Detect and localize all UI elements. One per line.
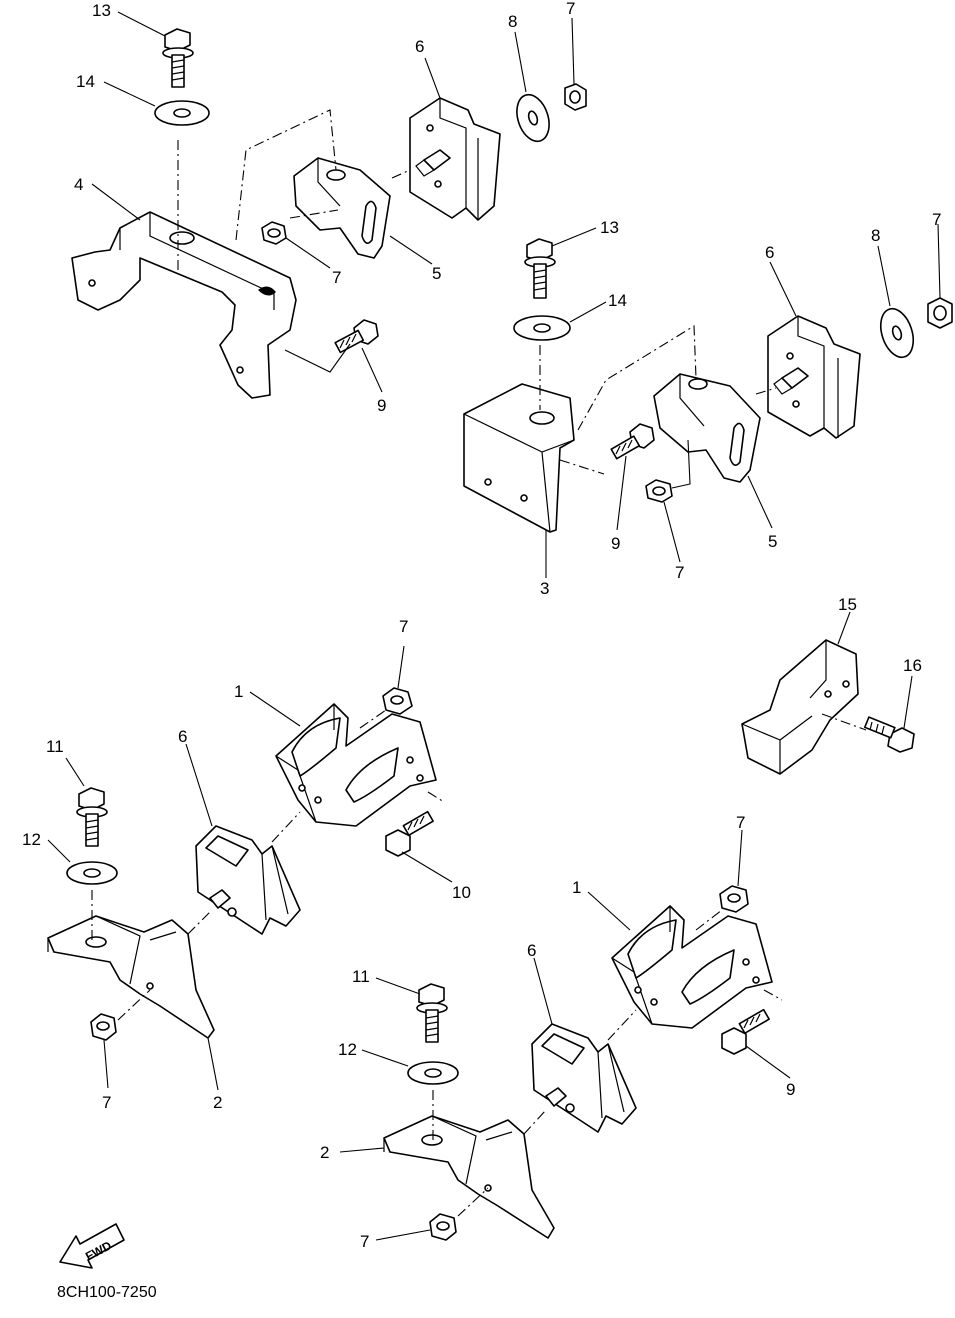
engine-bracket-1-bottom-right (611, 905, 773, 1029)
bracket-2-bottom-left (47, 915, 215, 1039)
leader-lines (47, 11, 941, 1241)
bracket-4 (71, 211, 297, 399)
assembly-line-top-left-c (289, 169, 411, 219)
callout-7: 7 (332, 268, 341, 287)
callout-4: 4 (74, 175, 83, 194)
callout-14: 14 (76, 72, 95, 91)
nut-7-bottom-right-lower (429, 1213, 457, 1241)
stopper-15 (741, 639, 859, 775)
rubber-mount-6-top-left (409, 97, 501, 221)
bolt-13-top-left (162, 28, 194, 88)
fwd-arrow-icon: FWD (59, 1223, 125, 1269)
nut-7-top-left-rear (564, 83, 587, 111)
callout-14: 14 (608, 291, 627, 310)
callout-8: 8 (871, 226, 880, 245)
bolt-9-top-left (334, 319, 379, 354)
callout-2: 2 (213, 1093, 222, 1112)
callout-7: 7 (102, 1093, 111, 1112)
assembly-line-top-left-d (284, 343, 351, 373)
callout-13: 13 (600, 218, 619, 237)
assembly-line-16 (821, 713, 867, 731)
bolt-11-bottom-right (416, 983, 448, 1043)
rubber-mount-6-bottom-left (195, 825, 301, 935)
assembly-line-bottom-right-c (457, 909, 783, 1217)
nut-7-bottom-left-upper (382, 687, 413, 715)
callout-10: 10 (452, 883, 471, 902)
callout-11: 11 (352, 967, 370, 986)
assembly-line-bottom-left-b (187, 811, 301, 935)
callout-7: 7 (566, 0, 575, 18)
callout-6: 6 (765, 243, 774, 262)
washer-12-bottom-right (407, 1061, 459, 1085)
callout-9: 9 (611, 534, 620, 553)
bracket-2-bottom-right (383, 1115, 555, 1239)
nut-7-bottom-right-upper (719, 885, 749, 913)
callout-3: 3 (540, 579, 549, 598)
callout-numbers: 13 14 4 6 8 7 7 5 9 13 14 6 8 7 3 9 7 5 … (22, 0, 941, 1251)
assembly-line-bottom-left-c (117, 709, 445, 1021)
callout-1: 1 (572, 878, 581, 897)
washer-14-top-right (513, 315, 571, 341)
callout-5: 5 (768, 532, 777, 551)
bolt-13-top-right (524, 238, 556, 299)
damper-bracket-5-top-right (653, 373, 761, 483)
bolt-9-bottom-right (721, 1008, 770, 1055)
callout-16: 16 (903, 656, 922, 675)
callout-1: 1 (234, 682, 243, 701)
assembly-line-top-left-b (235, 109, 337, 241)
rubber-mount-6-bottom-right (531, 1023, 637, 1133)
callout-12: 12 (22, 830, 41, 849)
callout-5: 5 (432, 264, 441, 283)
assembly-line-top-right-c (559, 387, 777, 475)
callout-6: 6 (527, 941, 536, 960)
bolt-11-bottom-left (76, 787, 108, 847)
rubber-mount-6-top-right (767, 315, 861, 439)
bolt-9-top-right (610, 423, 655, 460)
callout-13: 13 (92, 1, 111, 20)
callout-2: 2 (320, 1143, 329, 1162)
callout-7: 7 (360, 1232, 369, 1251)
nut-7-top-right-rear (927, 297, 953, 329)
callout-9: 9 (786, 1080, 795, 1099)
washer-8-top-left (516, 93, 550, 143)
callout-9: 9 (377, 396, 386, 415)
diagram-code: 8CH100-7250 (57, 1284, 157, 1301)
nut-7-top-left-front (261, 221, 287, 245)
callout-12: 12 (338, 1040, 357, 1059)
callout-7: 7 (932, 210, 941, 229)
washer-8-top-right (879, 307, 915, 359)
callout-7: 7 (736, 813, 745, 832)
washer-12-bottom-left (66, 861, 118, 885)
bolt-10 (385, 810, 434, 857)
assembly-line-bottom-right-b (523, 1009, 637, 1135)
callout-7: 7 (399, 617, 408, 636)
callout-11: 11 (46, 737, 64, 756)
assembly-line-top-right-d (671, 439, 691, 489)
callout-7: 7 (675, 563, 684, 582)
engine-bracket-1-bottom-left (275, 703, 437, 827)
nut-7-top-right-front (645, 479, 673, 503)
bolt-16 (863, 716, 915, 753)
nut-7-bottom-left-lower (90, 1013, 117, 1041)
damper-bracket-5-top-left (293, 157, 391, 259)
callout-15: 15 (838, 595, 857, 614)
callout-6: 6 (178, 727, 187, 746)
callout-6: 6 (415, 37, 424, 56)
washer-14-top-left (154, 100, 210, 126)
assembly-line-top-right-b (577, 325, 697, 431)
callout-8: 8 (508, 12, 517, 31)
bracket-3 (463, 383, 575, 533)
